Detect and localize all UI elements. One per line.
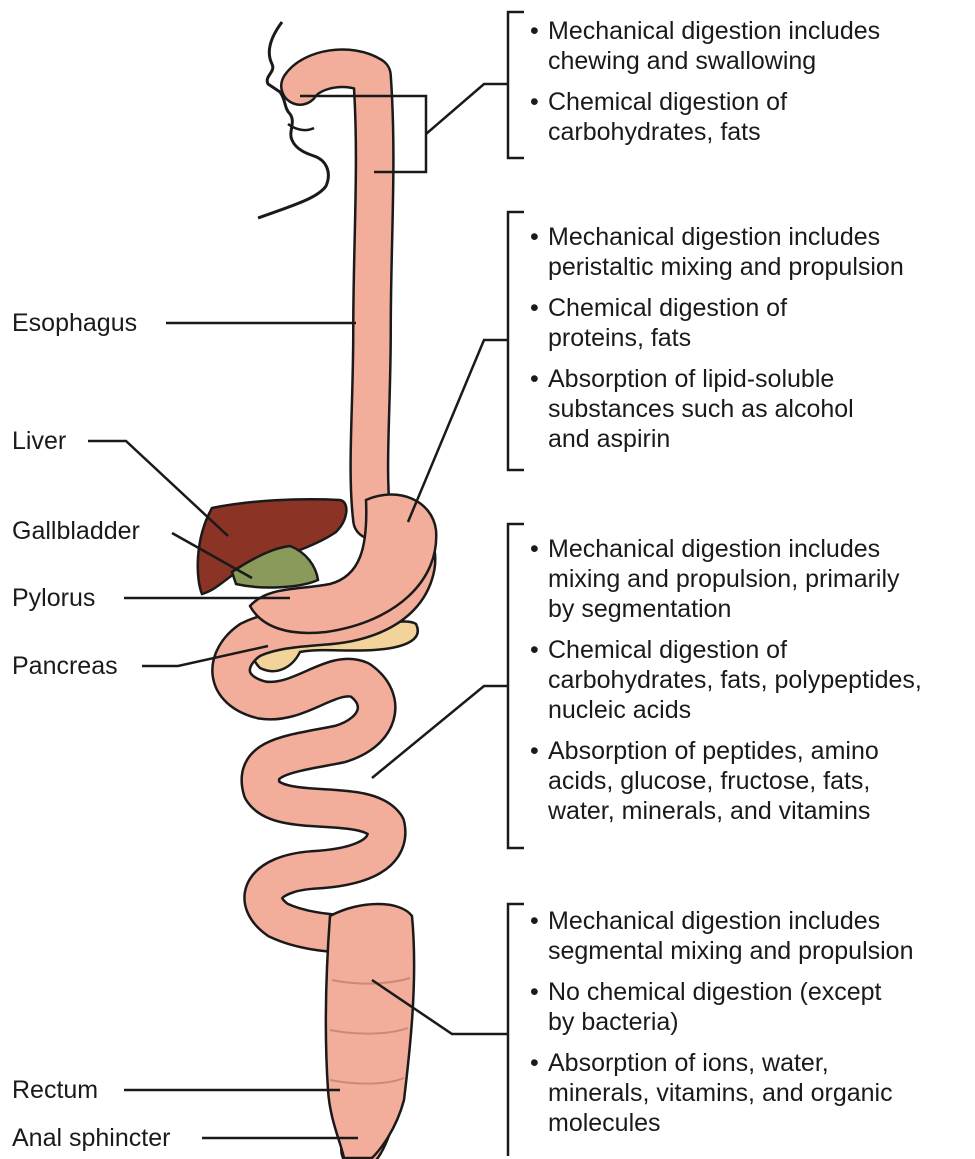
stomach-connector: [408, 340, 508, 522]
label-anal-sphincter: Anal sphincter: [12, 1123, 170, 1153]
bullet-item: Chemical digestion of carbohydrates, fat…: [528, 635, 973, 725]
bullet-item: Mechanical digestion includes peristalti…: [528, 222, 973, 282]
small-intestine-box-bracket: [508, 524, 524, 848]
large-intestine-info-box: Mechanical digestion includes segmental …: [528, 906, 973, 1149]
label-esophagus: Esophagus: [12, 308, 137, 338]
bullet-item: No chemical digestion (except by bacteri…: [528, 977, 973, 1037]
bullet-item: Absorption of ions, water, minerals, vit…: [528, 1048, 973, 1138]
stomach-box-bracket: [508, 212, 524, 470]
mouth-box-bracket: [508, 12, 524, 158]
label-gallbladder: Gallbladder: [12, 516, 140, 546]
bullet-item: Absorption of peptides, amino acids, glu…: [528, 736, 973, 826]
stomach-info-box: Mechanical digestion includes peristalti…: [528, 222, 973, 465]
small-intestine-info-box: Mechanical digestion includes mixing and…: [528, 534, 973, 837]
bullet-item: Mechanical digestion includes chewing an…: [528, 16, 973, 76]
bullet-item: Mechanical digestion includes mixing and…: [528, 534, 973, 624]
label-rectum: Rectum: [12, 1075, 98, 1105]
face-outline: [258, 22, 328, 218]
mouth-info-box: Mechanical digestion includes chewing an…: [528, 16, 973, 158]
label-pancreas: Pancreas: [12, 651, 118, 681]
bullet-item: Mechanical digestion includes segmental …: [528, 906, 973, 966]
large-intestine-box-bracket: [508, 904, 524, 1156]
label-liver: Liver: [12, 426, 66, 456]
mouth-connector: [426, 84, 508, 134]
bullet-item: Chemical digestion of carbohydrates, fat…: [528, 87, 973, 147]
bullet-item: Absorption of lipid-soluble substances s…: [528, 364, 973, 454]
label-pylorus: Pylorus: [12, 583, 95, 613]
bullet-item: Chemical digestion of proteins, fats: [528, 293, 973, 353]
